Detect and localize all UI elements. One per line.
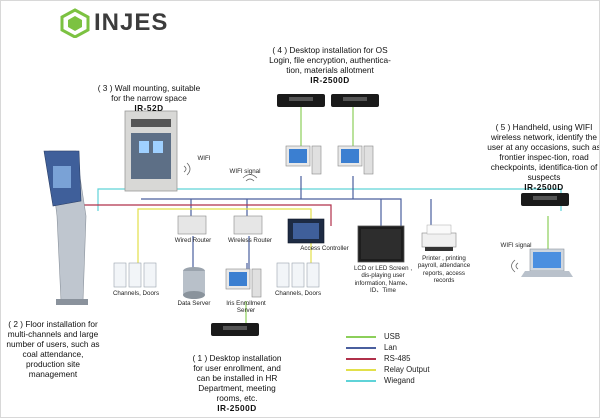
caption-4: ( 4 ) Desktop installation for OS Login,… xyxy=(269,45,391,85)
router-icon xyxy=(177,215,263,235)
kiosk-icon xyxy=(43,150,88,305)
server-icon xyxy=(183,267,205,299)
caption-3: ( 3 ) Wall mounting, suitable for the na… xyxy=(97,83,201,113)
wireless-router-label: Wireless Router xyxy=(227,237,272,244)
caption-1: ( 1 ) Desktop installation for user enro… xyxy=(192,353,282,413)
pc-icon xyxy=(225,145,374,298)
legend-swatch xyxy=(346,369,376,371)
iris-enrollment-server-label: Iris Enrollment Server xyxy=(226,300,266,315)
legend-swatch xyxy=(346,336,376,338)
channels-doors-left-label: Channels, Doors xyxy=(112,290,160,297)
access-controller-label: Access Controller xyxy=(300,245,349,252)
printer-label: Printer , printing payroll, attendance r… xyxy=(417,255,471,285)
wall-panel-icon xyxy=(124,110,178,192)
legend-swatch xyxy=(346,358,376,360)
logo-icon xyxy=(60,8,90,38)
wiegand-line xyxy=(97,188,562,211)
legend-item-usb: USB xyxy=(346,331,466,342)
rs485-line-2 xyxy=(82,204,141,211)
wired-router-label: Wired Router xyxy=(174,237,212,244)
legend: USB Lan RS-485 Relay Output Wiegand xyxy=(346,331,466,386)
controller-icon xyxy=(287,218,325,244)
relay-line xyxy=(137,208,312,263)
legend-swatch xyxy=(346,347,376,349)
wifi-signal-top-label: WIFI signal xyxy=(229,168,261,175)
brand-name: INJES xyxy=(94,9,169,36)
laptop-icon xyxy=(521,248,573,277)
legend-item-relay-output: Relay Output xyxy=(346,364,466,375)
data-server-label: Data Server xyxy=(177,300,211,307)
printer-icon xyxy=(421,224,457,251)
channels-doors-right-label: Channels, Doors xyxy=(274,290,322,297)
wifi-panel-label: WIFI xyxy=(197,155,211,162)
legend-swatch xyxy=(346,380,376,382)
lcd-screen-label: LCD or LED Screen , dis-playing user inf… xyxy=(353,265,413,295)
legend-item-rs485: RS-485 xyxy=(346,353,466,364)
caption-2: ( 2 ) Floor installation for multi-chann… xyxy=(6,319,100,379)
legend-item-wiegand: Wiegand xyxy=(346,375,466,386)
wifi-signal-right-label: WIFI signal xyxy=(500,242,532,249)
desktop-scanner-icon xyxy=(211,94,569,336)
door-panel-icon xyxy=(113,262,320,288)
caption-5: ( 5 ) Handheld, using WIFI wireless netw… xyxy=(487,122,600,192)
rs485-line xyxy=(141,204,332,226)
wifi-signal-icon xyxy=(183,162,519,273)
monitor-icon xyxy=(357,225,405,263)
legend-item-lan: Lan xyxy=(346,342,466,353)
